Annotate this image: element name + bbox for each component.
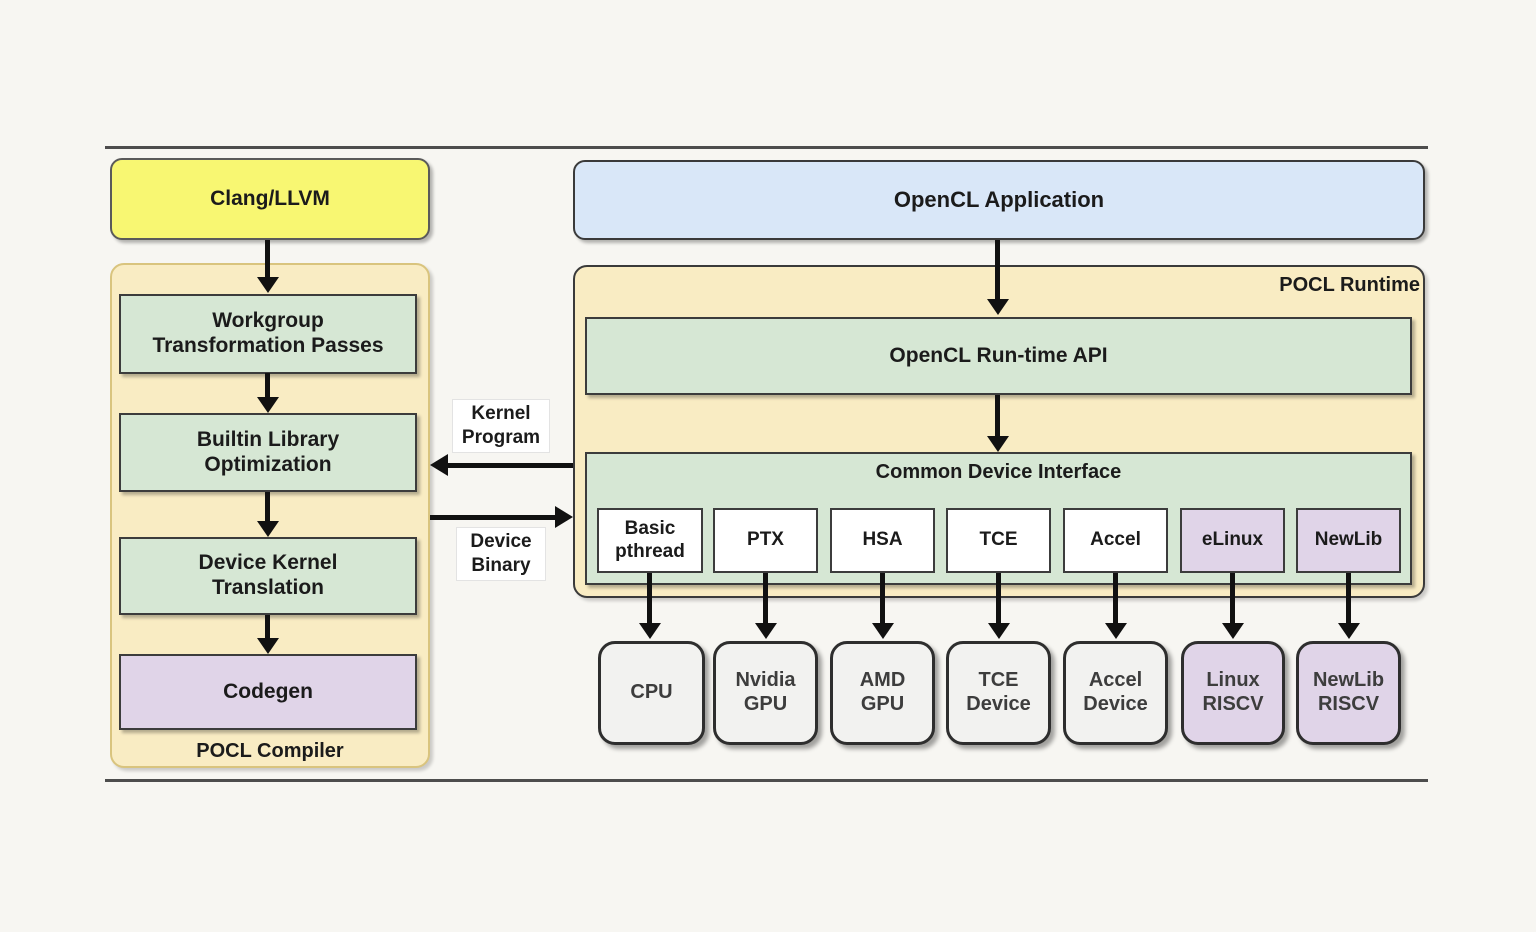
codegen-box: Codegen [119, 654, 417, 730]
device-amd-gpu: AMD GPU [830, 641, 935, 745]
device-tce-device: TCE Device [946, 641, 1051, 745]
device-linux-riscv: Linux RISCV [1181, 641, 1285, 745]
driver-elinux: eLinux [1180, 508, 1285, 573]
driver-accel: Accel [1063, 508, 1168, 573]
driver-tce: TCE [946, 508, 1051, 573]
top-divider [105, 146, 1428, 149]
pocl-compiler-label: POCL Compiler [196, 740, 344, 762]
driver-newlib: NewLib [1296, 508, 1401, 573]
pocl-runtime-label: POCL Runtime [1279, 274, 1420, 296]
workgroup-transformation-passes-box: Workgroup Transformation Passes [119, 294, 417, 374]
device-cpu: CPU [598, 641, 705, 745]
driver-basic-pthread: Basic pthread [597, 508, 703, 573]
opencl-runtime-api-box: OpenCL Run-time API [585, 317, 1412, 395]
kernel-program-label: Kernel Program [452, 399, 550, 453]
driver-hsa: HSA [830, 508, 935, 573]
opencl-application-box: OpenCL Application [573, 160, 1425, 240]
builtin-library-optimization-box: Builtin Library Optimization [119, 413, 417, 492]
device-nvidia-gpu: Nvidia GPU [713, 641, 818, 745]
device-kernel-translation-box: Device Kernel Translation [119, 537, 417, 615]
device-newlib-riscv: NewLib RISCV [1296, 641, 1401, 745]
common-device-interface-title: Common Device Interface [875, 461, 1122, 483]
driver-ptx: PTX [713, 508, 818, 573]
clang-llvm-box: Clang/LLVM [110, 158, 430, 240]
bottom-divider [105, 779, 1428, 782]
device-accel-device: Accel Device [1063, 641, 1168, 745]
device-binary-label: Device Binary [456, 527, 546, 581]
